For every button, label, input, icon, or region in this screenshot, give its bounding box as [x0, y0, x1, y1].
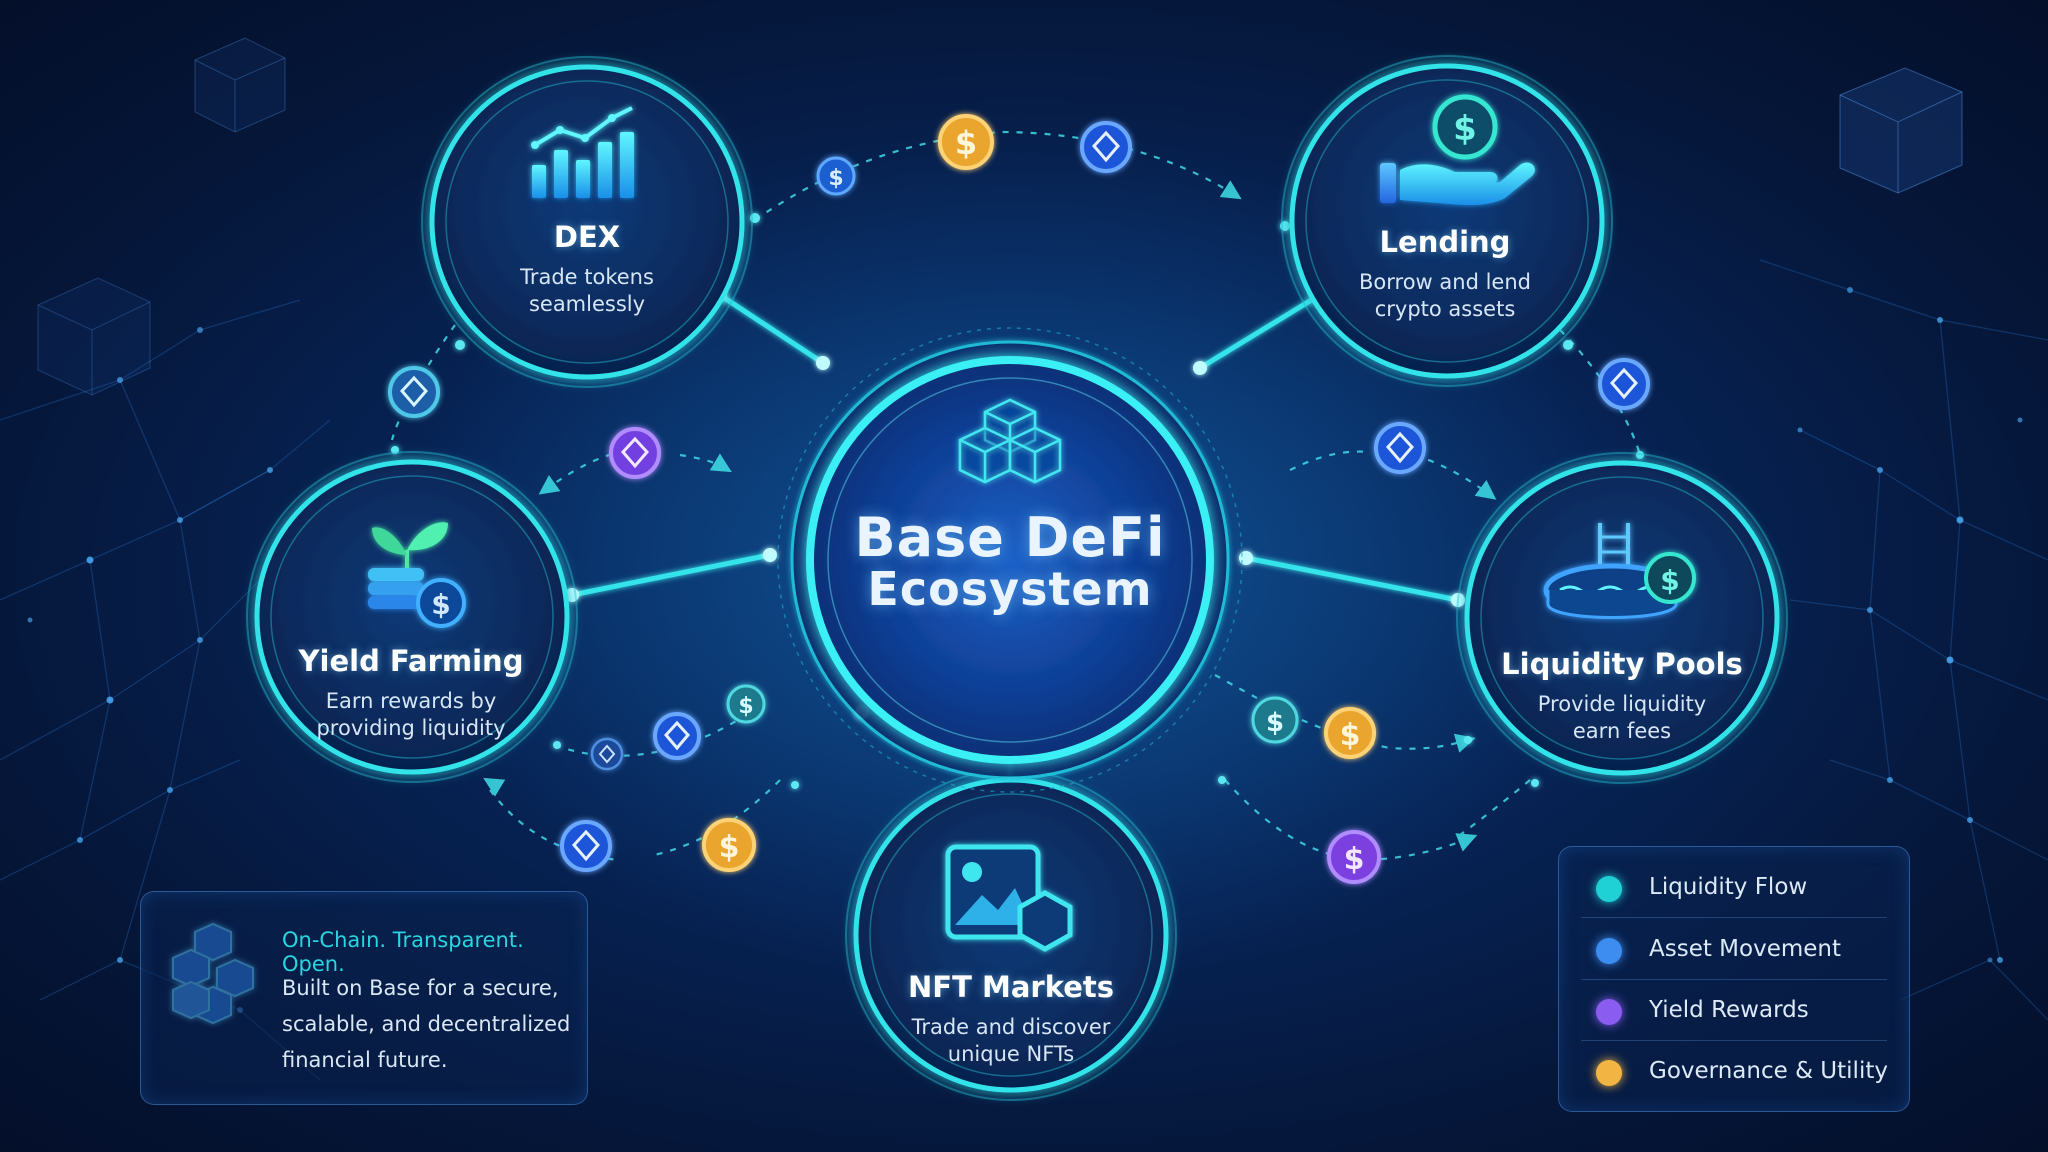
info-body-line: scalable, and decentralized — [282, 1012, 571, 1036]
svg-text:$: $ — [1453, 109, 1477, 149]
svg-text:$: $ — [1340, 718, 1361, 753]
description-line: Trade and discover — [911, 1015, 1111, 1039]
token-icon: $ — [816, 156, 856, 196]
info-panel: On-Chain. Transparent. Open. Built on Ba… — [140, 891, 588, 1105]
svg-text:$: $ — [1660, 564, 1679, 597]
svg-text:$: $ — [738, 694, 753, 719]
description-line: providing liquidity — [316, 716, 506, 740]
svg-text:$: $ — [1344, 842, 1365, 877]
info-body-line: financial future. — [282, 1048, 448, 1072]
node-label-lending: Lending Borrow and lend crypto assets — [1295, 225, 1595, 323]
hub-title-line2: Ecosystem — [867, 562, 1153, 616]
legend-item-liquidity-flow: Liquidity Flow — [1581, 857, 1887, 918]
legend-label: Governance & Utility — [1649, 1058, 1888, 1084]
cubes-icon — [958, 398, 1062, 484]
background-cube-icon — [1839, 67, 1963, 194]
token-icon: $ — [1251, 696, 1299, 744]
node-label-nft-markets: NFT Markets Trade and discover unique NF… — [861, 970, 1161, 1068]
node-title: Liquidity Pools — [1501, 647, 1743, 681]
legend-swatch — [1596, 999, 1622, 1025]
hub-title-line1: Base DeFi — [854, 506, 1166, 569]
info-body-line: Built on Base for a secure, — [282, 976, 559, 1000]
hub-circle[interactable] — [777, 327, 1243, 793]
bar-chart-icon — [531, 106, 634, 198]
node-description: Earn rewards by providing liquidity — [261, 688, 561, 742]
description-line: Earn rewards by — [325, 689, 497, 713]
pool-icon: $ — [1543, 523, 1696, 619]
svg-text:$: $ — [828, 166, 843, 191]
description-line: earn fees — [1572, 719, 1672, 743]
node-description: Provide liquidity earn fees — [1472, 691, 1772, 745]
info-headline: On-Chain. Transparent. Open. — [282, 928, 524, 976]
node-description: Borrow and lend crypto assets — [1295, 269, 1595, 323]
legend-label: Asset Movement — [1649, 936, 1842, 962]
node-lending[interactable] — [1281, 55, 1613, 387]
node-title: Yield Farming — [298, 644, 524, 678]
node-title: Lending — [1379, 225, 1511, 259]
svg-text:$: $ — [719, 830, 740, 865]
description-line: Trade tokens — [520, 265, 654, 289]
token-icon: $ — [726, 684, 766, 724]
node-title: DEX — [553, 220, 621, 254]
background-cube-icon — [37, 277, 151, 396]
legend-swatch — [1596, 1060, 1622, 1086]
description-line: Provide liquidity — [1537, 692, 1707, 716]
diamond-token-icon — [560, 820, 612, 872]
diamond-token-icon — [1598, 358, 1650, 410]
hand-coin-icon: $ — [1380, 94, 1535, 206]
legend-panel: Liquidity Flow Asset Movement Yield Rewa… — [1558, 846, 1910, 1112]
svg-text:$: $ — [1266, 708, 1284, 738]
diamond-token-icon — [609, 427, 661, 479]
description-line: Borrow and lend — [1359, 270, 1531, 294]
diamond-token-icon — [1080, 121, 1132, 173]
hub-connectors — [571, 292, 1459, 790]
svg-text:$: $ — [431, 588, 450, 621]
image-hexagon-icon — [945, 844, 1073, 952]
legend-item-yield-rewards: Yield Rewards — [1581, 980, 1887, 1041]
background-cube-icon — [194, 37, 286, 133]
token-icon: $ — [938, 114, 994, 170]
legend-label: Yield Rewards — [1649, 997, 1809, 1023]
description-line: unique NFTs — [947, 1042, 1075, 1066]
legend-label: Liquidity Flow — [1649, 874, 1808, 900]
svg-text:$: $ — [955, 124, 977, 162]
node-dex[interactable] — [421, 56, 753, 388]
diamond-token-icon — [653, 712, 701, 760]
description-line: seamlessly — [528, 292, 646, 316]
node-label-dex: DEX Trade tokens seamlessly — [437, 220, 737, 318]
legend-swatch — [1596, 876, 1622, 902]
flow-dots — [391, 213, 1644, 789]
token-icon: $ — [702, 818, 756, 872]
token-icon: $ — [1327, 830, 1381, 884]
info-body: Built on Base for a secure, scalable, an… — [282, 970, 572, 1078]
description-line: crypto assets — [1374, 297, 1516, 321]
legend-swatch — [1596, 938, 1622, 964]
legend-item-asset-movement: Asset Movement — [1581, 919, 1887, 980]
sprout-coins-icon: $ — [368, 522, 466, 628]
node-label-yield-farming: Yield Farming Earn rewards by providing … — [261, 644, 561, 742]
node-yield-farming[interactable] — [246, 451, 578, 783]
diamond-token-icon — [388, 366, 440, 418]
token-icon: $ — [1324, 707, 1376, 759]
node-title: NFT Markets — [908, 970, 1114, 1004]
node-label-liquidity-pools: Liquidity Pools Provide liquidity earn f… — [1472, 647, 1772, 745]
legend-item-governance-utility: Governance & Utility — [1581, 1041, 1888, 1101]
node-description: Trade and discover unique NFTs — [861, 1014, 1161, 1068]
node-description: Trade tokens seamlessly — [437, 264, 737, 318]
diamond-token-icon — [1374, 422, 1426, 474]
diamond-token-icon — [590, 737, 624, 771]
